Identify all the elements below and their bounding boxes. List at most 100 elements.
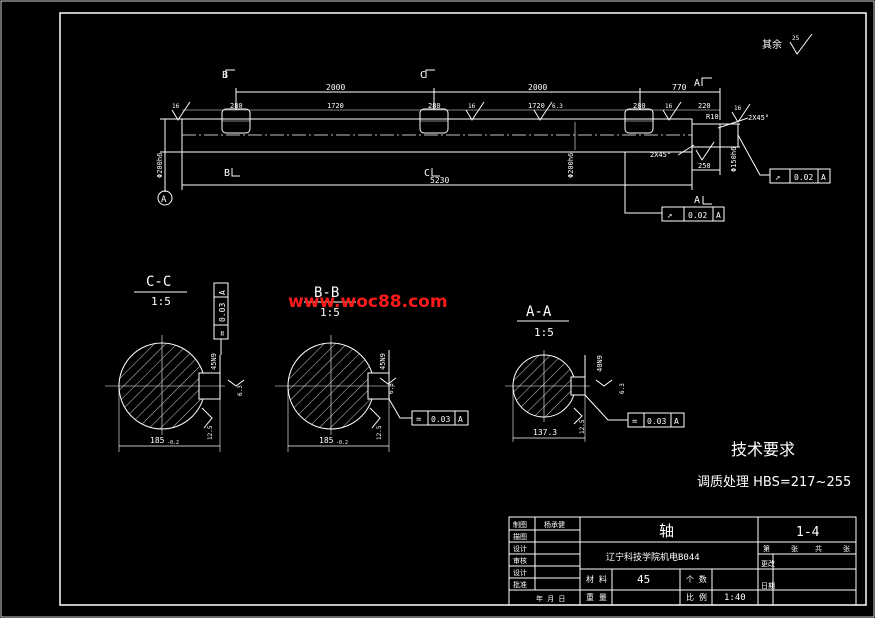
tb-quantity-label: 个 数 [686,574,707,584]
section-mark-b-bottom: B [224,168,230,179]
tolerance-frame-2: ↗ 0.02 A [661,206,725,222]
shaft-body [181,118,693,153]
section-b-b: B-B 1:5 185 -0.2 45N9 6.3 12.5 = 0.03 A [275,285,469,452]
tol-2-datum: A [716,211,721,220]
tb-scale: 1:40 [724,593,746,603]
tb-drawing-no: 1-4 [796,525,820,540]
section-width-tol: -0.2 [167,440,179,446]
chamfer-left: 2X45° [650,151,671,159]
tb-sheet-2: 张 [791,544,798,553]
tb-label-traced: 描图 [513,532,527,541]
dim-keyway-280-3: 280 [633,102,646,110]
section-width-dim: 185 [319,436,334,445]
tb-material: 45 [637,573,650,586]
dim-220: 220 [698,102,711,110]
tol-value: 0.03 [431,415,450,424]
section-key-dim: 45N9 [210,353,218,370]
section-a-a: A-A 1:5 137.3 40N9 6.3 12.5 = 0.03 A [505,304,685,442]
tb-label-design2: 设计 [513,568,527,577]
datum-a-label: A [161,195,167,205]
section-key-dim: 40N9 [596,355,604,372]
roughness-16-4: 16 [734,105,742,112]
main-view [157,69,770,214]
dim-keyway-280-1: 280 [230,102,243,110]
roughness-16-2: 16 [468,103,476,110]
tb-label-approve: 批准 [513,580,527,589]
runout-icon: ↗ [775,173,780,183]
section-width-tol: -0.2 [336,440,348,446]
roughness-16-1: 16 [172,103,180,110]
tb-label-check: 审核 [513,556,527,565]
chamfer-right: 2X45° [748,114,769,122]
dim-2000-right: 2000 [528,83,547,92]
dim-770: 770 [672,83,687,92]
section-title: C-C [146,274,171,290]
tolerance-frame-1: ↗ 0.02 A [769,168,831,184]
dim-2000-left: 2000 [326,83,345,92]
title-block-text: 制图 描图 设计 审核 设计 批准 杨承健 年 月 日 轴 辽宁科技学院机电B0… [513,520,850,603]
watermark: www.woc88.com [288,292,448,312]
tol-datum: A [674,417,679,426]
symmetry-icon: = [632,417,638,427]
section-width-dim: 137.3 [533,428,557,437]
radius-r10: R10 [706,113,719,121]
dim-1720-1: 1720 [327,102,344,110]
global-roughness-label: 其余 [762,38,782,51]
section-rough-b: 12.5 [579,419,586,434]
dim-dia-200-mid: Φ200h6 [567,153,575,178]
shaft-end [691,123,721,148]
section-rough-a: 6.3 [619,383,626,394]
section-scale: 1:5 [151,295,171,308]
title-block [508,516,857,606]
dim-dia-200-left: Φ200h6 [156,153,164,178]
roughness-16-3: 16 [665,103,673,110]
requirements-line: 调质处理 HBS=217~255 [697,475,851,490]
tb-date-label: 年 月 日 [536,594,565,603]
section-rough-b: 12.5 [207,425,214,440]
tol-datum: A [458,415,463,424]
section-rough-a: 6.3 [388,383,395,394]
tb-drawer-name: 杨承健 [544,520,565,529]
section-title: A-A [526,304,552,320]
tb-sheet-4: 张 [843,544,850,553]
tb-school: 辽宁科技学院机电B044 [606,551,700,563]
tol-datum: A [218,290,227,295]
main-view-labels: B B C C A A 2000 2000 770 280 1720 280 1… [156,70,769,206]
datum-a-circle [157,190,173,206]
section-rough-b: 12.5 [376,425,383,440]
section-title: B-B [314,285,339,301]
section-c-c: C-C 1:5 185 -0.2 45N9 6.3 12.5 A 0.03 = [105,274,245,452]
roughness-symbol-icon [789,33,813,55]
tb-right-label-1: 更改 [761,559,775,568]
tol-value: 0.03 [647,417,666,426]
section-mark-c-bottom: C [424,168,430,179]
section-mark-b-top: B [222,70,228,81]
symmetry-icon: = [416,415,422,425]
runout-icon: ↗ [667,211,672,221]
dim-5230: 5230 [430,176,449,185]
section-mark-a-bottom: A [694,195,700,206]
section-mark-c-top: C [420,70,426,81]
tol-2-value: 0.02 [688,211,707,220]
inner-frame [59,12,867,606]
section-mark-a-top: A [694,78,700,89]
tb-right-label-2: 日期 [761,582,775,590]
tb-material-label: 材 料 [586,574,607,584]
section-scale: 1:5 [320,306,340,319]
tol-value: 0.03 [218,303,227,322]
global-roughness-value: 25 [792,35,800,42]
tb-sheet-3: 共 [815,544,822,553]
tol-1-value: 0.02 [794,173,813,182]
dim-250: 250 [698,162,711,170]
section-rough-a: 6.3 [237,385,244,396]
tol-1-datum: A [821,173,826,182]
tb-sheet-1: 第 [763,544,770,553]
tb-part-name: 轴 [659,522,674,540]
dim-dia-150-end: Φ150h6 [730,147,738,172]
dim-1720-2: 1720 [528,102,545,110]
section-scale: 1:5 [534,326,554,339]
tb-weight-label: 重 量 [586,592,607,602]
tb-label-design: 设计 [513,544,527,553]
